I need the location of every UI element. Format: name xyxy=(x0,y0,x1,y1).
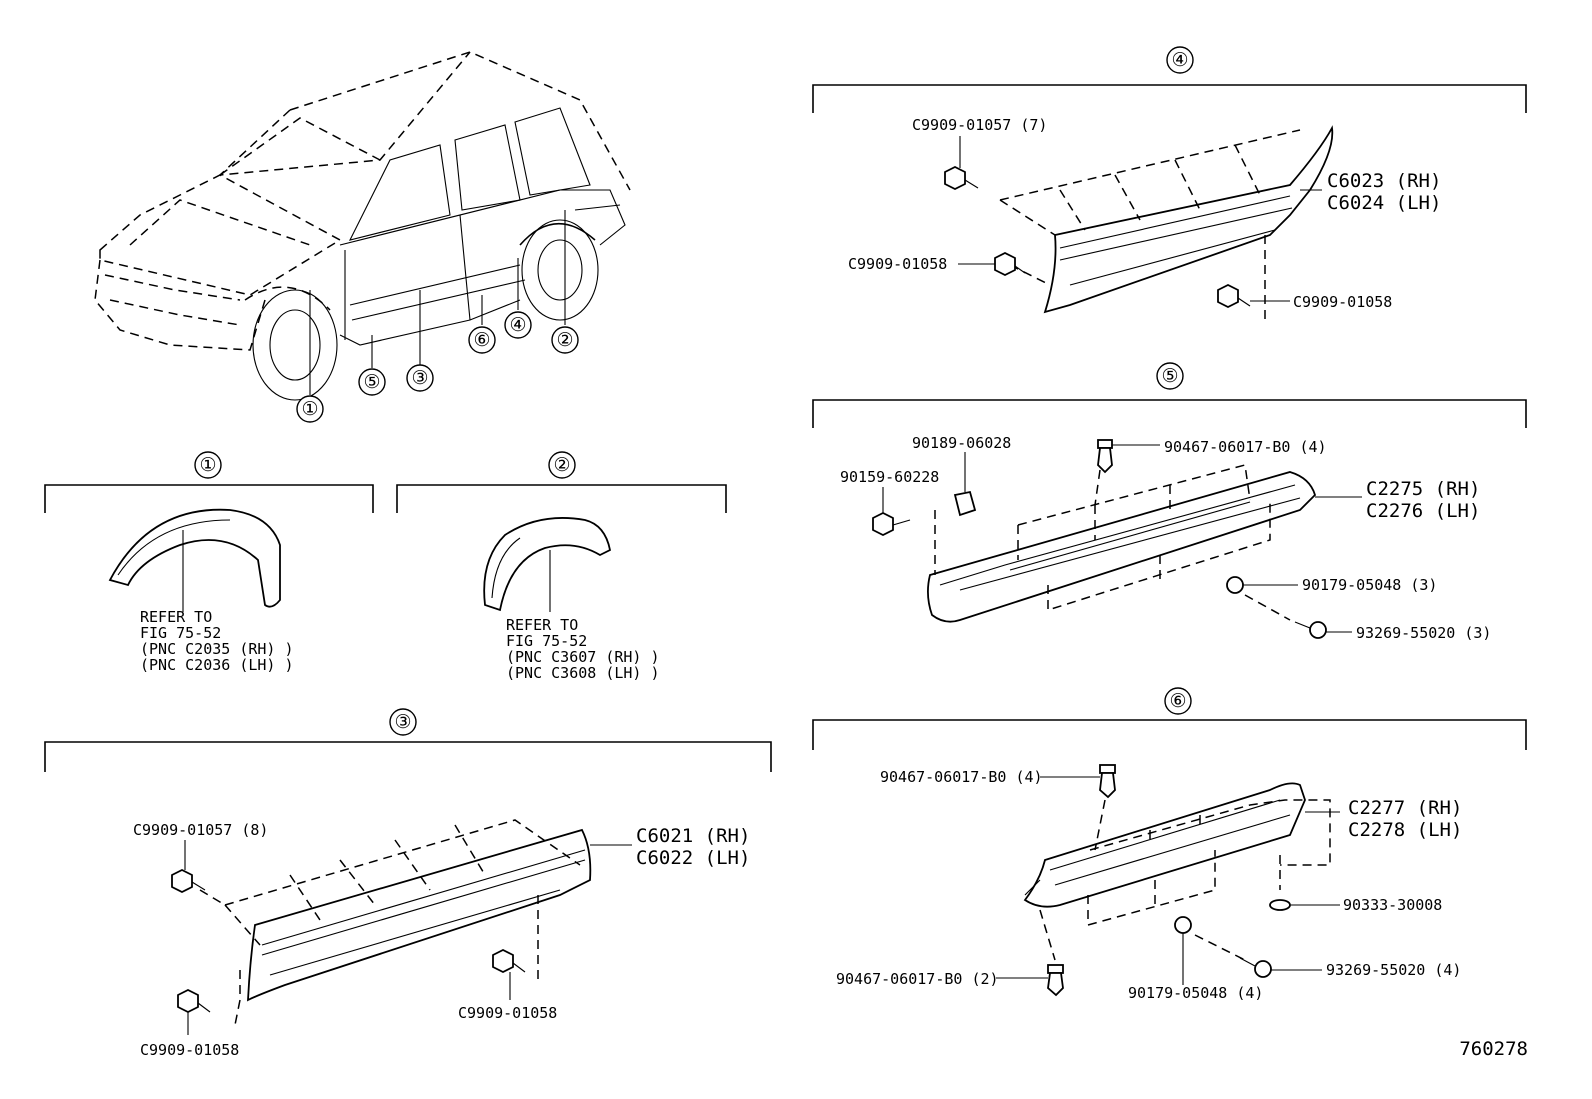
push-clip-icon xyxy=(1047,964,1064,997)
section-5-part-3: 90467-06017-B0 (4) xyxy=(1164,438,1327,456)
section-6: ⑥ xyxy=(812,687,1527,1002)
front-fender-flare xyxy=(108,508,281,608)
screw-icon xyxy=(994,251,1026,277)
section-6-part-4: 90179-05048 (4) xyxy=(1128,984,1263,1002)
section-2: ② REFER TO FIG 75-52 (PNC C3607 (RH) ) (… xyxy=(396,451,727,682)
section-6-marker: ⑥ xyxy=(1169,690,1186,712)
section-5: ⑤ xyxy=(812,362,1527,642)
section-5-pnc-lh: C2276 (LH) xyxy=(1366,500,1480,522)
screw-icon xyxy=(1239,957,1272,978)
screw-icon xyxy=(492,948,526,974)
screw-icon xyxy=(177,988,211,1014)
figure-id: 760278 xyxy=(1459,1038,1528,1060)
push-clip-icon xyxy=(1097,439,1113,474)
section-3: ③ C9909-01057 (8) C9 xyxy=(44,708,772,1059)
screw-icon xyxy=(1294,621,1327,639)
svg-text:⑤: ⑤ xyxy=(363,371,380,393)
push-clip-icon xyxy=(1099,764,1116,799)
section-6-part-2: 90333-30008 xyxy=(1343,896,1442,914)
section-4-pnc-lh: C6024 (LH) xyxy=(1327,192,1441,214)
section-5-part-4: 90179-05048 (3) xyxy=(1302,576,1437,594)
section-1: ① REFER TO FIG 75-52 (PNC C2035 (RH) ) (… xyxy=(44,451,374,674)
section-2-marker: ② xyxy=(553,454,570,476)
section-1-note-1: REFER TO xyxy=(140,608,212,626)
section-6-part-5: 93269-55020 (4) xyxy=(1326,961,1461,979)
callout-4: ④ xyxy=(504,311,532,339)
section-5-marker: ⑤ xyxy=(1161,365,1178,387)
section-1-marker: ① xyxy=(199,454,216,476)
section-2-note-2: FIG 75-52 xyxy=(506,632,587,650)
section-3-part-2: C9909-01058 xyxy=(140,1041,239,1059)
section-3-part-3: C9909-01058 xyxy=(458,1004,557,1022)
callout-6: ⑥ xyxy=(468,326,496,354)
section-6-pnc-rh: C2277 (RH) xyxy=(1348,797,1462,819)
section-1-note-3: (PNC C2035 (RH) ) xyxy=(140,640,294,658)
section-3-pnc-rh: C6021 (RH) xyxy=(636,825,750,847)
rear-door-moulding xyxy=(1043,125,1334,314)
section-3-marker: ③ xyxy=(394,711,411,733)
section-4-part-2: C9909-01058 xyxy=(848,255,947,273)
svg-text:①: ① xyxy=(301,398,318,420)
grommet-icon xyxy=(1226,576,1244,594)
svg-text:④: ④ xyxy=(509,314,526,336)
section-5-part-1: 90189-06028 xyxy=(912,434,1011,452)
callout-1: ① xyxy=(296,395,324,423)
section-1-note-4: (PNC C2036 (LH) ) xyxy=(140,656,294,674)
front-door-moulding xyxy=(247,828,592,1002)
screw-icon xyxy=(872,511,911,537)
section-6-part-3: 90467-06017-B0 (2) xyxy=(836,970,999,988)
grommet-icon xyxy=(1174,916,1192,934)
rear-fender-flare xyxy=(483,517,612,612)
nut-icon xyxy=(953,490,977,517)
section-5-part-2: 90159-60228 xyxy=(840,468,939,486)
section-4-marker: ④ xyxy=(1171,49,1188,71)
screw-icon xyxy=(1217,283,1251,309)
section-2-note-4: (PNC C3608 (LH) ) xyxy=(506,664,660,682)
svg-text:⑥: ⑥ xyxy=(473,329,490,351)
section-4: ④ C9909-01057 (7) C9909-01058 C9909- xyxy=(812,46,1527,320)
section-3-part-1: C9909-01057 (8) xyxy=(133,821,268,839)
section-5-pnc-rh: C2275 (RH) xyxy=(1366,478,1480,500)
section-2-note-1: REFER TO xyxy=(506,616,578,634)
section-1-note-2: FIG 75-52 xyxy=(140,624,221,642)
callout-2: ② xyxy=(551,326,579,354)
section-3-pnc-lh: C6022 (LH) xyxy=(636,847,750,869)
hole-plug-icon xyxy=(1269,899,1291,911)
svg-text:②: ② xyxy=(556,329,573,351)
section-4-part-3: C9909-01058 xyxy=(1293,293,1392,311)
section-6-pnc-lh: C2278 (LH) xyxy=(1348,819,1462,841)
rear-rocker-moulding xyxy=(1023,782,1306,908)
screw-icon xyxy=(171,868,206,894)
svg-text:③: ③ xyxy=(411,367,428,389)
vehicle-overview: ① ② ③ ④ ⑤ ⑥ xyxy=(94,51,631,423)
section-4-part-1: C9909-01057 (7) xyxy=(912,116,1047,134)
callout-5: ⑤ xyxy=(358,368,386,396)
section-6-part-1: 90467-06017-B0 (4) xyxy=(880,768,1043,786)
section-2-note-3: (PNC C3607 (RH) ) xyxy=(506,648,660,666)
callout-3: ③ xyxy=(406,364,434,392)
section-5-part-5: 93269-55020 (3) xyxy=(1356,624,1491,642)
screw-icon xyxy=(944,165,979,191)
section-4-pnc-rh: C6023 (RH) xyxy=(1327,170,1441,192)
